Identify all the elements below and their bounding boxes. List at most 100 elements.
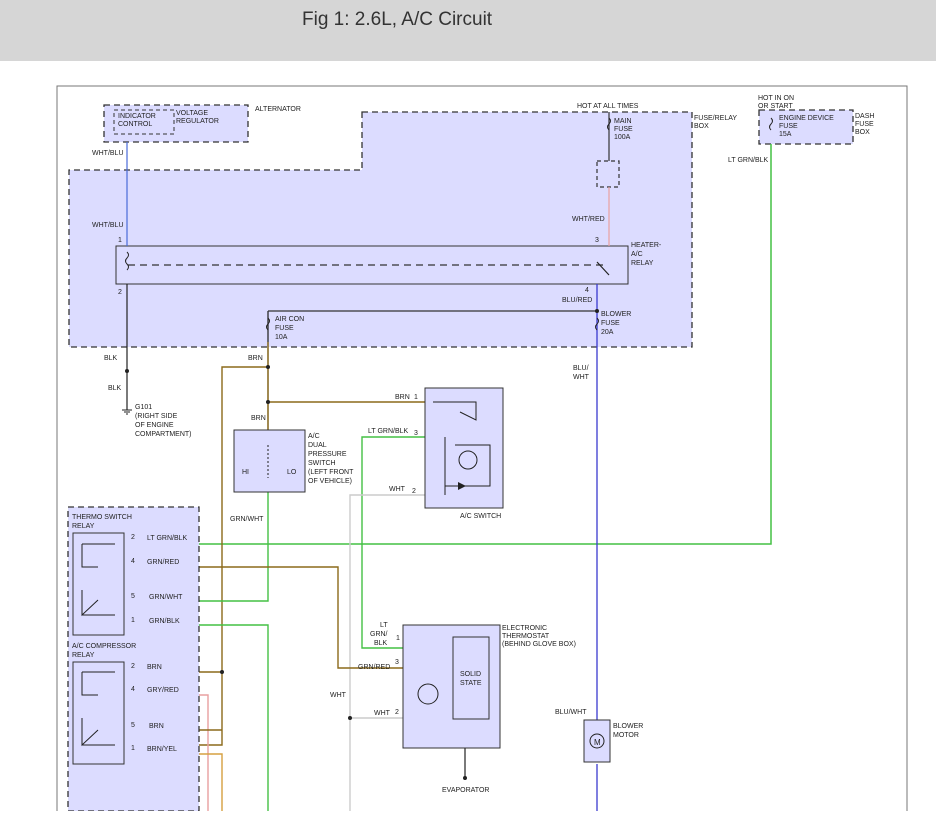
label-cr-gry-red: GRY/RED: [147, 687, 179, 694]
pin-tr-5: 5: [131, 593, 135, 600]
pin-cr-2: 2: [131, 663, 135, 670]
main-fuse-icon: [607, 117, 611, 131]
label-dual: DUAL: [308, 442, 327, 449]
blower-fuse-icon: [595, 317, 599, 331]
label-et-grn: GRN/: [370, 631, 388, 638]
ac-switch-diode-path: [445, 444, 491, 487]
wire-grn-red: [124, 566, 403, 669]
label-et-grn-red: GRN/RED: [358, 664, 390, 671]
pin-4: 4: [585, 287, 589, 294]
label-20a: 20A: [601, 329, 614, 336]
label-ac-compressor: A/C COMPRESSOR: [72, 643, 136, 650]
label-wht-1: WHT: [573, 374, 590, 381]
relay-coil-icon: [125, 251, 129, 271]
page-title: Fig 1: 2.6L, A/C Circuit: [302, 9, 493, 30]
label-main-fuse: FUSE: [614, 126, 633, 133]
compressor-relay-switch: [81, 718, 115, 747]
dash-fuse-box: [758, 109, 854, 145]
pin-et-3: 3: [395, 659, 399, 666]
label-thermo-relay: RELAY: [72, 523, 95, 530]
pin-1: 1: [118, 237, 122, 244]
label-blu-wht-2: BLU/WHT: [555, 709, 587, 716]
label-compressor-relay: RELAY: [72, 652, 95, 659]
label-10a: 10A: [275, 334, 288, 341]
label-solid: SOLID: [460, 671, 481, 678]
label-g101-compartment: COMPARTMENT): [135, 431, 192, 438]
label-box: BOX: [694, 123, 709, 130]
label-control: CONTROL: [118, 121, 152, 128]
label-main: MAIN: [614, 118, 632, 125]
engine-device-fuse-icon: [769, 117, 773, 131]
pin-3: 3: [595, 237, 599, 244]
label-wht-left: WHT: [330, 692, 347, 699]
air-con-fuse-icon: [266, 317, 270, 331]
ac-switch-box: [424, 387, 504, 509]
label-dash: DASH: [855, 113, 874, 120]
label-edf-fuse: FUSE: [779, 123, 798, 130]
ac-switch-lamp-icon: [458, 450, 478, 470]
label-regulator: REGULATOR: [176, 118, 219, 125]
label-tr-grn-red: GRN/RED: [147, 559, 179, 566]
pin-sw-2: 2: [412, 488, 416, 495]
alternator-box: [103, 104, 249, 143]
label-cr-brn-5: BRN: [149, 723, 164, 730]
label-indicator: INDICATOR: [118, 113, 156, 120]
label-cr-brn-2: BRN: [147, 664, 162, 671]
label-air-con-fuse: FUSE: [275, 325, 294, 332]
pin-sw-3: 3: [414, 430, 418, 437]
relay-switch-icon: [596, 261, 610, 276]
page-header: Fig 1: 2.6L, A/C Circuit: [0, 0, 936, 61]
diagram-frame: [56, 85, 908, 816]
label-thermostat: THERMOSTAT: [502, 633, 550, 640]
label-wht-blu: WHT/BLU: [92, 222, 124, 229]
label-brn-pressure: BRN: [251, 415, 266, 422]
label-g101: G101: [135, 404, 152, 411]
label-state: STATE: [460, 680, 482, 687]
label-evaporator: EVAPORATOR: [442, 787, 489, 794]
label-blu-red: BLU/RED: [562, 297, 592, 304]
label-100a: 100A: [614, 134, 631, 141]
pin-cr-4: 4: [131, 686, 135, 693]
label-ac-switch: A/C SWITCH: [460, 513, 501, 520]
label-blu: BLU/: [573, 365, 589, 372]
label-wht-sw: WHT: [389, 486, 406, 493]
transistor-icon: [417, 683, 439, 705]
pin-tr-1: 1: [131, 617, 135, 624]
label-fuse-relay: FUSE/RELAY: [694, 115, 737, 122]
label-et-blk: BLK: [374, 640, 388, 647]
circuit-svg: M INDICATOR CONTROL VOLTAGE REGULATOR AL…: [56, 85, 908, 816]
wire-lt-grn-blk-switch: [361, 436, 425, 649]
label-air-con: AIR CON: [275, 316, 304, 323]
label-g101-right: (RIGHT SIDE: [135, 413, 178, 420]
label-wht-red: WHT/RED: [572, 216, 605, 223]
thermo-relay-switch: [81, 590, 115, 617]
label-heater: HEATER-: [631, 242, 662, 249]
pin-et-1: 1: [396, 635, 400, 642]
label-blower-motor: BLOWER: [613, 723, 643, 730]
label-lo: LO: [287, 469, 297, 476]
motor-label: M: [594, 738, 601, 747]
label-pressure: PRESSURE: [308, 451, 347, 458]
label-brn-switch: BRN: [395, 394, 410, 401]
label-alternator: ALTERNATOR: [255, 106, 301, 113]
motor-icon: [589, 733, 605, 749]
label-relay: RELAY: [631, 260, 654, 267]
label-hi: HI: [242, 469, 249, 476]
label-wht-blu-top: WHT/BLU: [92, 150, 124, 157]
ac-compressor-relay-box: [72, 661, 125, 765]
junction-dots: [125, 309, 599, 780]
label-left-front: (LEFT FRONT: [308, 469, 354, 476]
label-ac-dps: A/C: [308, 433, 320, 440]
label-voltage: VOLTAGE: [176, 110, 208, 117]
ac-dual-pressure-switch-box: [233, 429, 306, 493]
label-thermo-switch: THERMO SWITCH: [72, 514, 132, 521]
pin-tr-2: 2: [131, 534, 135, 541]
label-switch: SWITCH: [308, 460, 336, 467]
pin-sw-1: 1: [414, 394, 418, 401]
label-blower: BLOWER: [601, 311, 631, 318]
fuse-relay-box: [68, 111, 693, 348]
pin-cr-1: 1: [131, 745, 135, 752]
label-et-lt: LT: [380, 622, 388, 629]
thermo-switch-relay-box: [72, 532, 125, 636]
pin-et-2: 2: [395, 709, 399, 716]
